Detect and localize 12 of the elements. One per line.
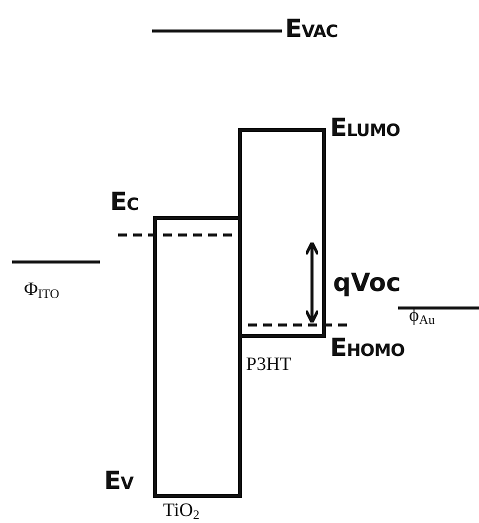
material-label: P3HT (246, 355, 292, 374)
energy-band-box (238, 128, 326, 338)
voltage-label: qVoc (333, 268, 401, 297)
energy-level-label: EHOMO (330, 333, 405, 362)
energy-band-box (153, 216, 242, 498)
energy-level-label: EC (110, 187, 139, 216)
energy-level-label: EVAC (285, 14, 338, 43)
work-function-label: ϕ$_{Au}$ (409, 306, 435, 326)
energy-level-label: ELUMO (330, 113, 400, 142)
energy-level-label: EV (104, 466, 134, 495)
material-label: TiO$_{2}$ (163, 501, 200, 521)
work-function-label: Φ$_{ITO}$ (24, 280, 60, 300)
